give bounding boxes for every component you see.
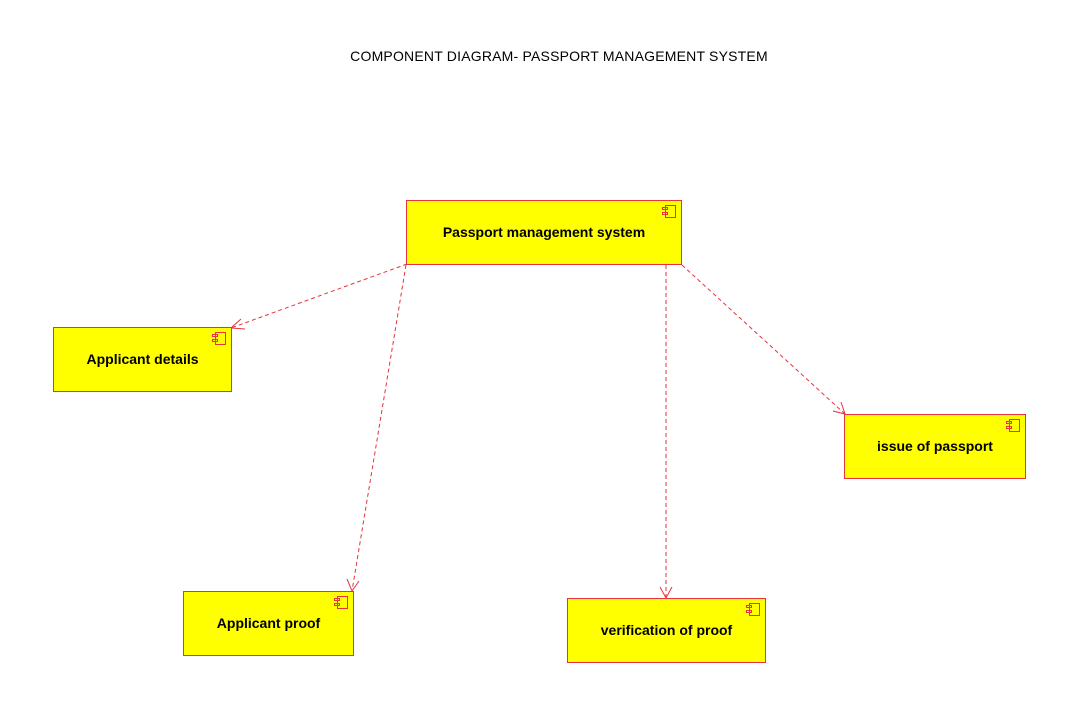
diagram-title: COMPONENT DIAGRAM- PASSPORT MANAGEMENT S… [350, 48, 768, 64]
component-icon [1006, 419, 1020, 432]
component-icon [334, 596, 348, 609]
component-label: Passport management system [442, 223, 646, 240]
dependency-main-to-applicant-details [229, 263, 408, 330]
component-label: Applicant details [86, 350, 199, 367]
dependency-main-to-verification-of-proof [659, 265, 673, 600]
dependency-main-to-issue-of-passport [681, 264, 846, 415]
component-passport-management-system[interactable]: Passport management system [406, 200, 682, 265]
component-label: verification of proof [600, 621, 733, 638]
component-verification-of-proof[interactable]: verification of proof [567, 598, 766, 663]
component-icon [746, 603, 760, 616]
component-icon [212, 332, 226, 345]
component-label: Applicant proof [216, 614, 321, 631]
dependency-main-to-applicant-proof [346, 264, 407, 593]
component-icon [662, 205, 676, 218]
component-applicant-details[interactable]: Applicant details [53, 327, 232, 392]
component-applicant-proof[interactable]: Applicant proof [183, 591, 354, 656]
component-label: issue of passport [877, 437, 993, 454]
component-issue-of-passport[interactable]: issue of passport [844, 414, 1026, 479]
